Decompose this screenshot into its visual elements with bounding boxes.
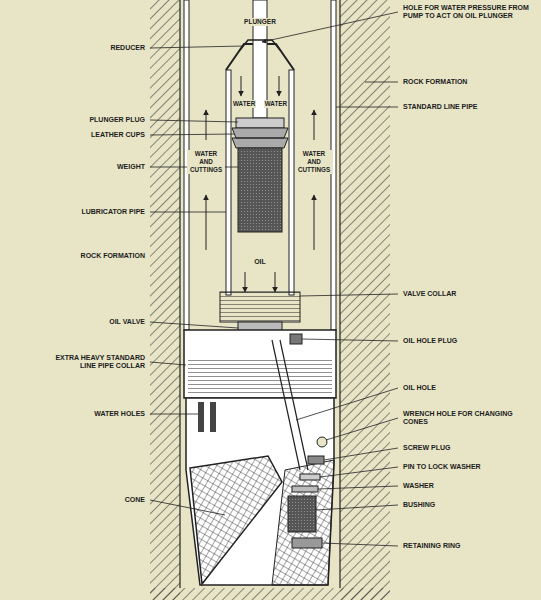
part-label: REDUCER <box>109 44 146 52</box>
part-label: SCREW PLUG <box>402 444 451 452</box>
part-label: EXTRA HEAVY STANDARD LINE PIPE COLLAR <box>44 354 146 370</box>
part-label: OIL HOLE PLUG <box>402 337 458 345</box>
part-label: ROCK FORMATION <box>402 78 468 86</box>
part-label: WATER AND CUTTINGS <box>187 150 225 174</box>
part-label: PLUNGER <box>243 18 277 26</box>
part-label: WEIGHT <box>116 163 146 171</box>
part-label: OIL VALVE <box>108 318 146 326</box>
part-label: ROCK FORMATION <box>80 252 146 260</box>
part-label: BUSHING <box>402 501 436 509</box>
part-label: PLUNGER PLUG <box>88 116 146 124</box>
part-label: PIN TO LOCK WASHER <box>402 463 482 471</box>
part-label: WATER <box>232 100 256 108</box>
part-label: WATER <box>264 100 288 108</box>
part-label: HOLE FOR WATER PRESSURE FROM PUMP TO ACT… <box>402 4 534 20</box>
part-label: OIL HOLE <box>402 384 437 392</box>
part-label: LUBRICATOR PIPE <box>80 208 146 216</box>
part-label: WRENCH HOLE FOR CHANGING CONES <box>402 410 514 426</box>
part-label: RETAINING RING <box>402 542 461 550</box>
part-label: OIL <box>253 258 267 266</box>
part-label: LEATHER CUPS <box>90 131 146 139</box>
part-label: VALVE COLLAR <box>402 290 457 298</box>
part-label: CONE <box>124 496 146 504</box>
part-label: WATER AND CUTTINGS <box>295 150 333 174</box>
part-label: STANDARD LINE PIPE <box>402 103 479 111</box>
part-label: WASHER <box>402 482 435 490</box>
part-label: WATER HOLES <box>93 410 146 418</box>
